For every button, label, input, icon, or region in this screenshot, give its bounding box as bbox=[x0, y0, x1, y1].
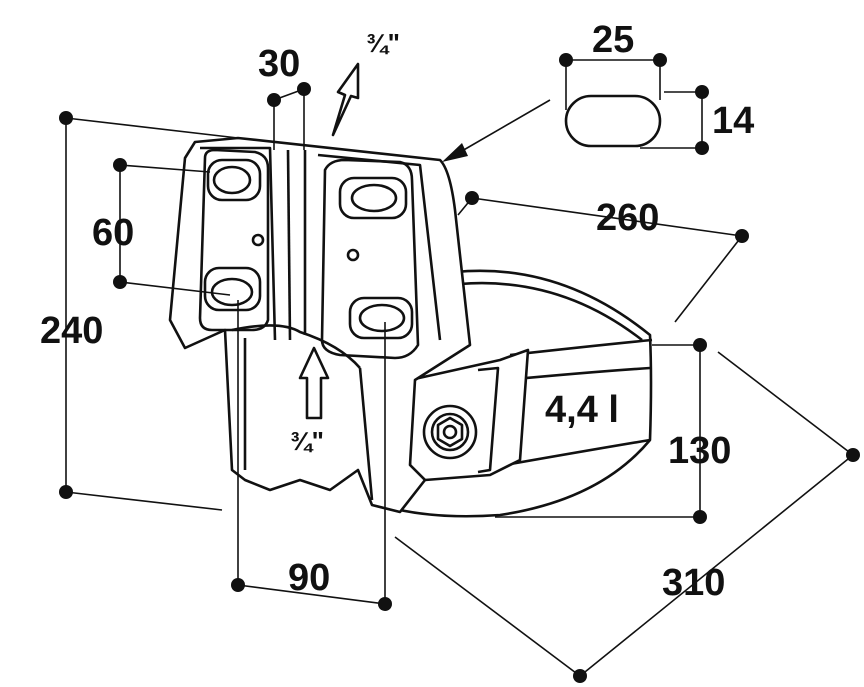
label-240: 240 bbox=[40, 310, 103, 352]
label-inlet-top: ¾" bbox=[366, 28, 400, 58]
dimension-lines bbox=[59, 53, 860, 683]
label-30: 30 bbox=[258, 43, 300, 85]
label-90: 90 bbox=[288, 557, 330, 599]
backplate bbox=[168, 136, 472, 514]
label-25: 25 bbox=[592, 19, 634, 61]
label-310: 310 bbox=[662, 562, 725, 604]
label-60: 60 bbox=[92, 212, 134, 254]
inlet-arrows bbox=[298, 62, 360, 420]
label-260: 260 bbox=[596, 197, 659, 239]
label-14: 14 bbox=[712, 100, 754, 142]
label-volume: 4,4 l bbox=[545, 389, 619, 431]
label-130: 130 bbox=[668, 430, 731, 472]
label-inlet-bottom: ¾" bbox=[290, 426, 324, 456]
